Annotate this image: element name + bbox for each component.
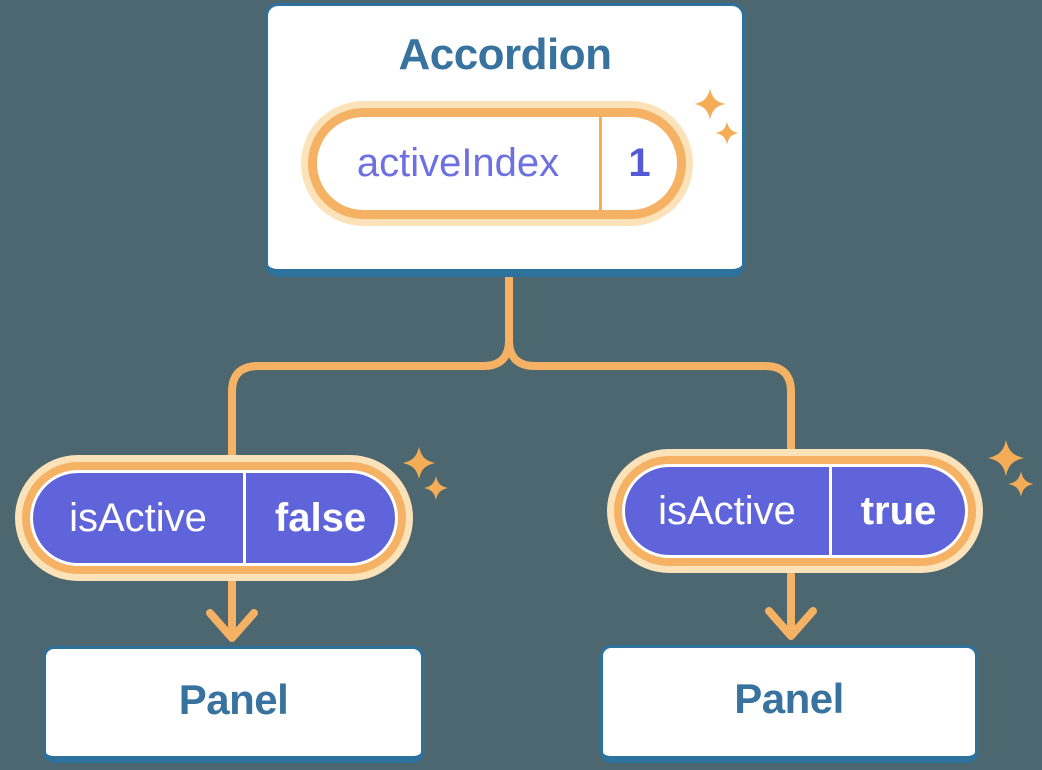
prop-pill-divider — [243, 473, 246, 563]
panel-node-right: Panel — [600, 645, 978, 763]
panel-title: Panel — [178, 675, 289, 723]
state-pill-activeindex: activeIndex 1 — [308, 108, 686, 219]
connector-accordion-to-right-prop — [505, 271, 795, 452]
arrow-right-prop-to-panel-head — [765, 607, 817, 640]
prop-name-label: isActive — [69, 495, 207, 540]
sparkle-icon — [424, 476, 448, 500]
sparkle-icon — [988, 440, 1024, 476]
prop-name-label: isActive — [658, 488, 796, 533]
sparkle-icon — [402, 446, 436, 480]
prop-pill-divider — [829, 467, 832, 555]
arrow-left-prop-to-panel-head — [206, 609, 258, 642]
prop-value-label: true — [860, 488, 937, 533]
state-value-label: 1 — [628, 141, 651, 185]
state-name-label: activeIndex — [356, 141, 560, 185]
connector-accordion-to-left-prop — [228, 271, 513, 458]
prop-pill-isactive-true: isActive true — [622, 464, 968, 558]
sparkle-icon — [1008, 471, 1034, 497]
panel-title: Panel — [734, 675, 844, 722]
state-pill-divider — [599, 117, 602, 210]
panel-node-left: Panel — [43, 646, 424, 763]
prop-pill-isactive-false: isActive false — [30, 470, 398, 566]
accordion-title: Accordion — [398, 30, 612, 79]
prop-value-label: false — [274, 495, 367, 540]
